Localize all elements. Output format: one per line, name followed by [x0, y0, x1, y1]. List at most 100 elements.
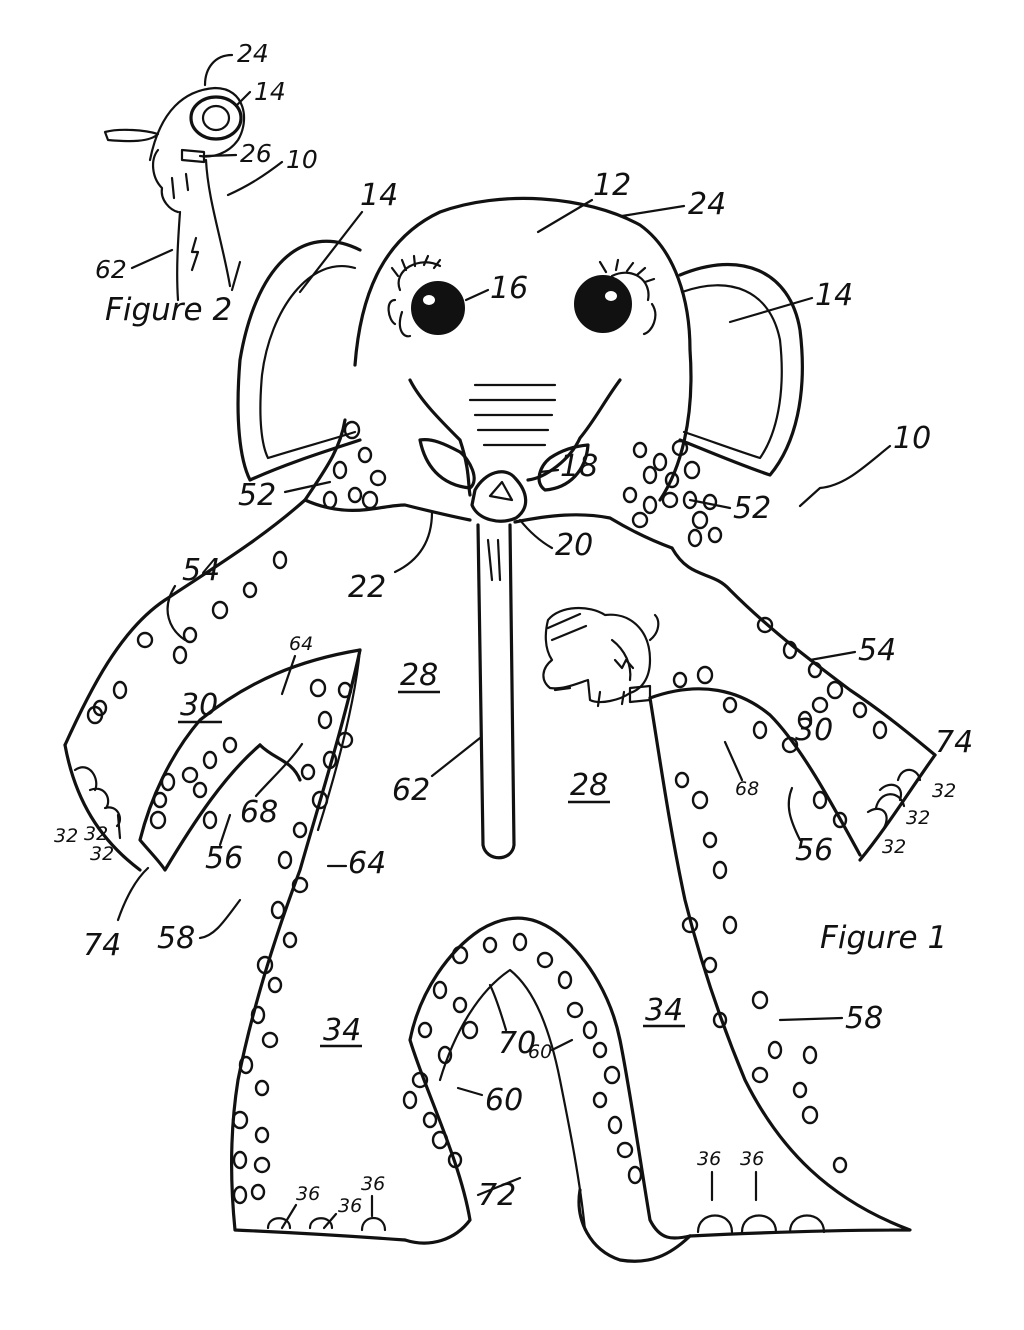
spot [347, 486, 363, 504]
spot [781, 736, 799, 754]
spot [254, 1126, 270, 1144]
label-58a: 58 [157, 921, 195, 956]
spot [192, 781, 208, 799]
zipper-pull [470, 470, 528, 523]
spot [607, 1115, 623, 1135]
label-64a: 64 [289, 633, 313, 655]
spot [661, 491, 679, 509]
label-28a: 28 [400, 658, 438, 693]
label-72: 72 [478, 1178, 516, 1213]
crotch [403, 916, 692, 1245]
spot [272, 550, 288, 570]
spot [702, 493, 718, 511]
spot [309, 678, 327, 698]
spot [802, 1045, 818, 1065]
spot [172, 645, 188, 665]
label-36b: 36 [338, 1195, 362, 1217]
spot [311, 790, 329, 810]
label-34b: 34 [645, 993, 683, 1028]
left-ear [236, 239, 362, 482]
right-tusk [537, 443, 590, 492]
label-20: 20 [555, 528, 593, 563]
label-32f: 32 [882, 836, 906, 858]
spot [242, 581, 258, 599]
label-18: 18 [560, 449, 598, 484]
spot [411, 1071, 429, 1089]
label-14a: 14 [254, 77, 286, 106]
spot [336, 731, 354, 749]
spot [231, 1110, 249, 1130]
spot [852, 701, 868, 719]
spot [270, 900, 286, 920]
spot [452, 996, 468, 1014]
spot [664, 471, 680, 489]
spot [322, 490, 338, 510]
spot [461, 1020, 479, 1040]
zipper [476, 523, 516, 860]
label-74b: 74 [83, 928, 121, 963]
spot [238, 1055, 254, 1075]
spot [832, 1156, 848, 1174]
spot [811, 696, 829, 714]
spot [672, 671, 688, 689]
label-28b: 28 [570, 768, 608, 803]
spot [566, 1001, 584, 1019]
trunk [408, 378, 622, 497]
spot [603, 1065, 621, 1085]
spot [797, 710, 813, 730]
spot [136, 631, 154, 649]
spot [832, 811, 848, 829]
right-leg [648, 696, 912, 1238]
spot [691, 510, 709, 530]
label-68a: 68 [240, 795, 278, 830]
left-leg [229, 648, 407, 1242]
right-eye [574, 258, 657, 336]
spot [222, 736, 238, 754]
spot [149, 810, 167, 830]
spot [652, 452, 668, 472]
spot [632, 441, 648, 459]
spot [722, 915, 738, 935]
label-32a: 32 [54, 825, 78, 847]
spot [691, 790, 709, 810]
reference-labels: 24 14 26 10 62 Figure 2 Figure 1 14 12 2… [54, 39, 973, 1234]
spot [807, 661, 823, 679]
spot [792, 1081, 808, 1099]
label-58b: 58 [845, 1001, 883, 1036]
spot [582, 1020, 598, 1040]
spot [160, 772, 176, 792]
label-22: 22 [348, 570, 386, 605]
label-70: 70 [498, 1026, 536, 1061]
label-74a: 74 [935, 725, 973, 760]
spot [343, 420, 361, 440]
label-14c: 14 [815, 278, 853, 313]
label-60b: 60 [485, 1083, 523, 1118]
left-eye [387, 254, 465, 338]
spot [512, 932, 528, 952]
spot [683, 460, 701, 480]
spot [812, 790, 828, 810]
label-32c: 32 [90, 843, 114, 865]
spot [181, 766, 199, 784]
spot [369, 469, 387, 487]
spot [681, 916, 699, 934]
label-32b: 32 [84, 823, 108, 845]
spot [592, 1041, 608, 1059]
spot [211, 600, 229, 620]
label-10a: 10 [286, 145, 318, 174]
spot [482, 936, 498, 954]
spot [422, 1111, 438, 1129]
label-12: 12 [593, 168, 631, 203]
spot [253, 1156, 271, 1174]
spot [402, 1090, 418, 1110]
spot [202, 750, 218, 770]
spot [277, 850, 293, 870]
left-tusk [418, 438, 476, 490]
label-32d: 32 [932, 780, 956, 802]
spot [337, 681, 353, 699]
figure-2-caption: Figure 2 [105, 292, 232, 328]
spot [622, 486, 638, 504]
label-36e: 36 [740, 1148, 764, 1170]
spot [712, 1011, 728, 1029]
label-52a: 52 [238, 478, 276, 513]
